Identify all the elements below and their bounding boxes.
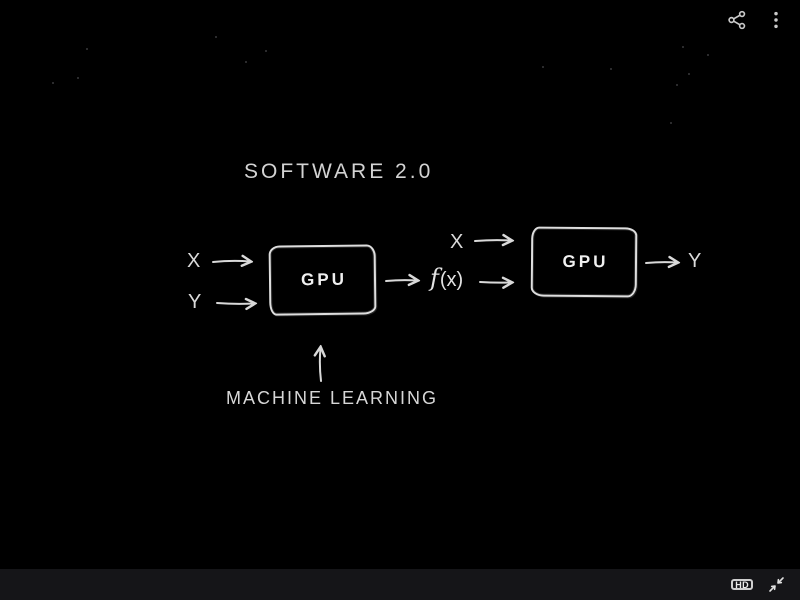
- function-args: (x): [439, 269, 464, 291]
- gpu-box-training-label: GPU: [300, 269, 348, 290]
- background-speck: [265, 50, 267, 52]
- stage1-input-x-label: X: [187, 250, 201, 272]
- background-speck: [542, 66, 544, 68]
- background-speck: [707, 54, 709, 56]
- share-icon: [726, 10, 748, 34]
- background-speck: [86, 48, 88, 50]
- gpu-box-training: GPU: [268, 244, 377, 316]
- background-speck: [676, 84, 678, 86]
- background-speck: [688, 73, 690, 75]
- hd-quality-badge[interactable]: HD: [731, 579, 753, 590]
- arrow-ml-to-gpu1: [320, 348, 321, 382]
- collapse-arrows-icon: [768, 577, 785, 596]
- arrow-fx-to-gpu2: [479, 282, 511, 283]
- player-bottom-bar: HD: [0, 569, 800, 600]
- background-speck: [670, 122, 672, 124]
- background-speck: [682, 46, 684, 48]
- arrow-gpu2-to-y: [645, 262, 677, 263]
- arrow-x2-to-gpu2: [474, 240, 511, 241]
- background-speck: [52, 82, 54, 84]
- output-y-label: Y: [688, 250, 702, 272]
- stage1-input-y-label: Y: [188, 291, 202, 313]
- arrow-y1-to-gpu1: [216, 303, 254, 304]
- background-speck: [245, 61, 247, 63]
- arrow-x1-to-gpu1: [212, 261, 250, 262]
- diagram-title: SOFTWARE 2.0: [244, 160, 434, 183]
- background-speck: [215, 36, 217, 38]
- gpu-box-inference-label: GPU: [562, 251, 609, 272]
- player-top-controls: [724, 7, 789, 33]
- kebab-menu-icon: [765, 11, 787, 34]
- function-f: f: [430, 264, 439, 292]
- function-fx-label: f(x): [430, 266, 464, 292]
- diagram-arrows: [212, 0, 800, 382]
- more-options-button[interactable]: [763, 7, 789, 33]
- gpu-box-inference: GPU: [530, 226, 638, 298]
- machine-learning-label: MACHINE LEARNING: [226, 388, 439, 408]
- arrow-gpu1-to-fx: [385, 280, 417, 281]
- share-button[interactable]: [724, 7, 750, 33]
- background-speck: [77, 77, 79, 79]
- background-speck: [610, 68, 612, 70]
- exit-fullscreen-button[interactable]: [766, 574, 787, 595]
- stage2-input-x-label: X: [450, 231, 464, 253]
